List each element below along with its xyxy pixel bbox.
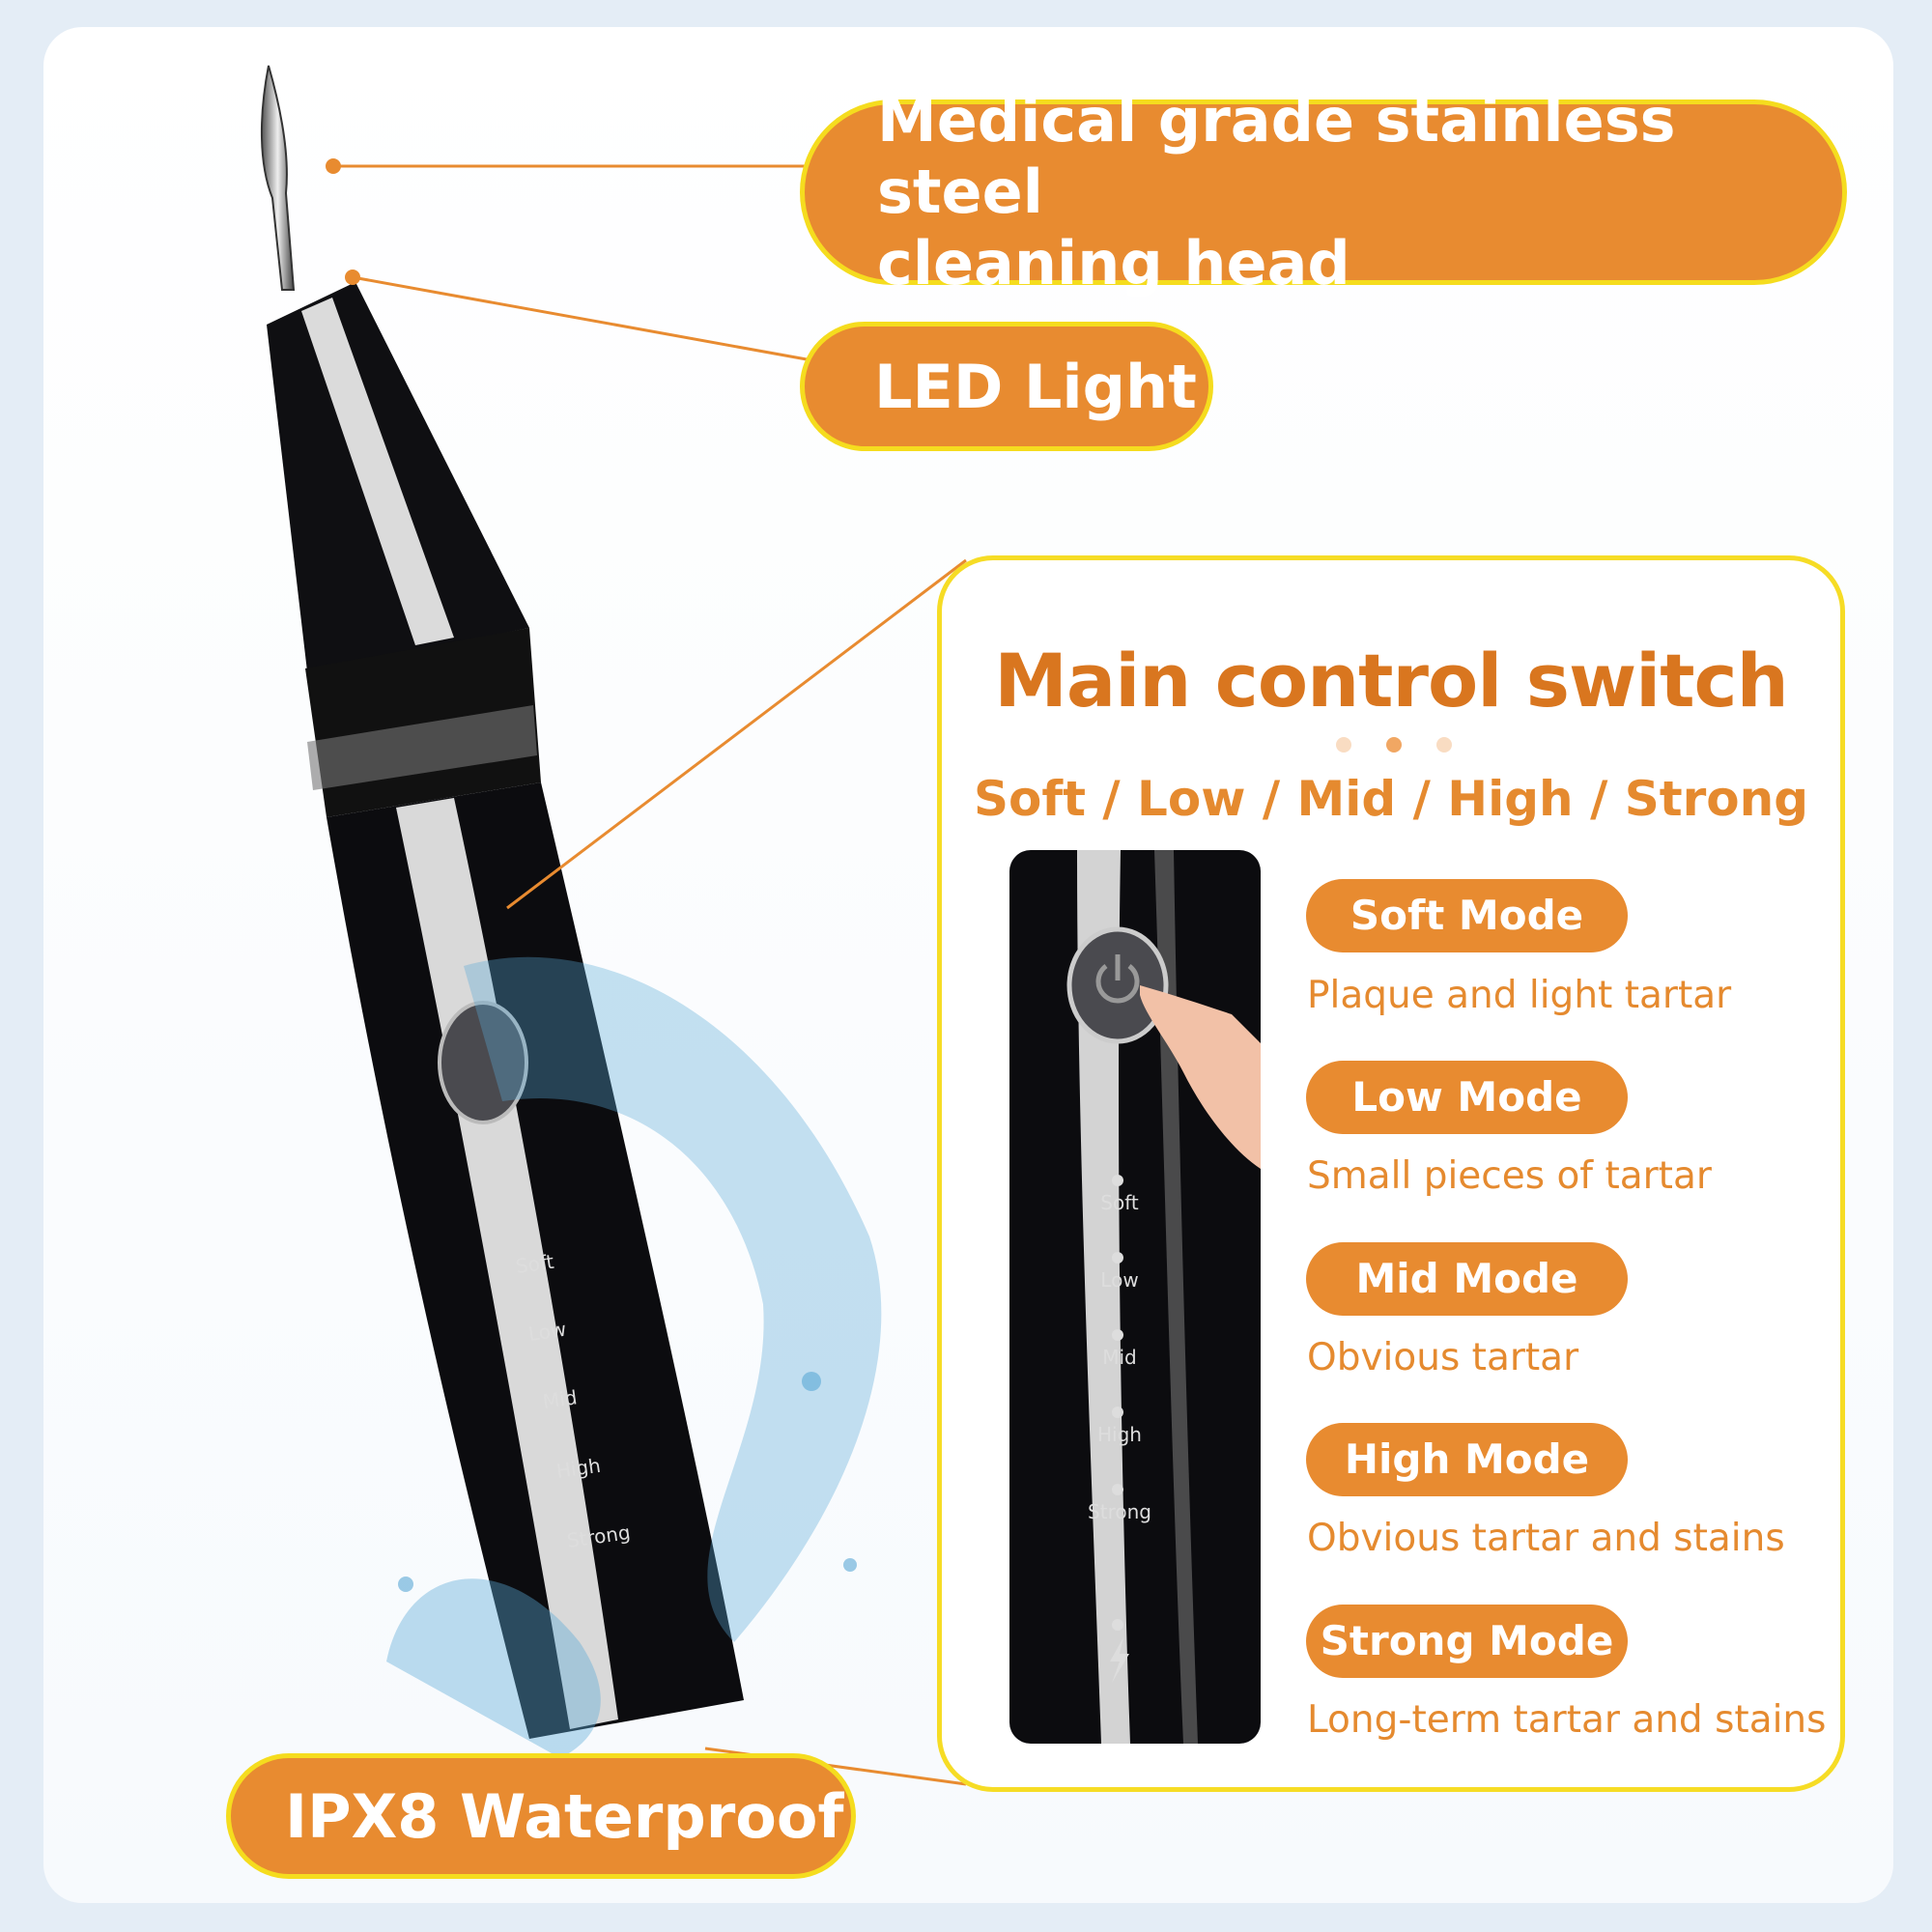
waterproof-label: IPX8 Waterproof xyxy=(285,1780,844,1852)
dental-scaler-device: Soft Low Mid High Strong xyxy=(260,65,882,1822)
closeup-label-mid: Mid xyxy=(1102,1346,1137,1369)
cleaning-head-callout-line2: cleaning head xyxy=(877,228,1350,298)
closeup-label-soft: Soft xyxy=(1100,1191,1139,1214)
closeup-label-high: High xyxy=(1097,1423,1142,1446)
cleaning-head-callout-line1: Medical grade stainless steel xyxy=(877,85,1676,227)
mode-desc-low: Small pieces of tartar xyxy=(1307,1154,1712,1198)
mode-pill-strong: Strong Mode xyxy=(1306,1605,1628,1678)
mode-desc-soft: Plaque and light tartar xyxy=(1307,974,1732,1017)
closeup-label-strong: Strong xyxy=(1088,1500,1151,1523)
device-closeup-photo: Soft Low Mid High Strong xyxy=(1009,850,1261,1744)
device-label-low: Low xyxy=(526,1318,567,1346)
mode-pill-mid: Mid Mode xyxy=(1306,1242,1628,1316)
mode-pill-low: Low Mode xyxy=(1306,1061,1628,1134)
led-light-label: LED Light xyxy=(874,351,1197,422)
mode-pill-soft: Soft Mode xyxy=(1306,879,1628,952)
mode-desc-high: Obvious tartar and stains xyxy=(1307,1517,1785,1560)
device-label-mid: Mid xyxy=(541,1385,579,1413)
power-button xyxy=(438,1001,528,1124)
main-control-panel: Main control switch Soft / Low / Mid / H… xyxy=(937,555,1845,1792)
finger-press-icon xyxy=(1140,985,1261,1169)
mode-desc-mid: Obvious tartar xyxy=(1307,1336,1579,1379)
mode-pill-high: High Mode xyxy=(1306,1423,1628,1496)
panel-subtitle: Soft / Low / Mid / High / Strong xyxy=(973,771,1809,827)
waterproof-callout: IPX8 Waterproof xyxy=(226,1753,856,1879)
cleaning-head xyxy=(260,65,296,291)
lightning-icon xyxy=(1110,1637,1129,1683)
led-light-callout: LED Light xyxy=(800,322,1213,451)
closeup-label-low: Low xyxy=(1100,1268,1138,1292)
power-icon xyxy=(1066,926,1169,1044)
cleaning-head-callout: Medical grade stainless steel cleaning h… xyxy=(800,85,1847,298)
panel-title: Main control switch xyxy=(994,638,1788,724)
water-splash xyxy=(464,956,882,1642)
decorative-dots xyxy=(1336,737,1452,756)
device-label-soft: Soft xyxy=(514,1250,555,1278)
device-mode-labels: Soft Low Mid High Strong xyxy=(514,1250,632,1552)
mode-desc-strong: Long-term tartar and stains xyxy=(1307,1698,1827,1742)
